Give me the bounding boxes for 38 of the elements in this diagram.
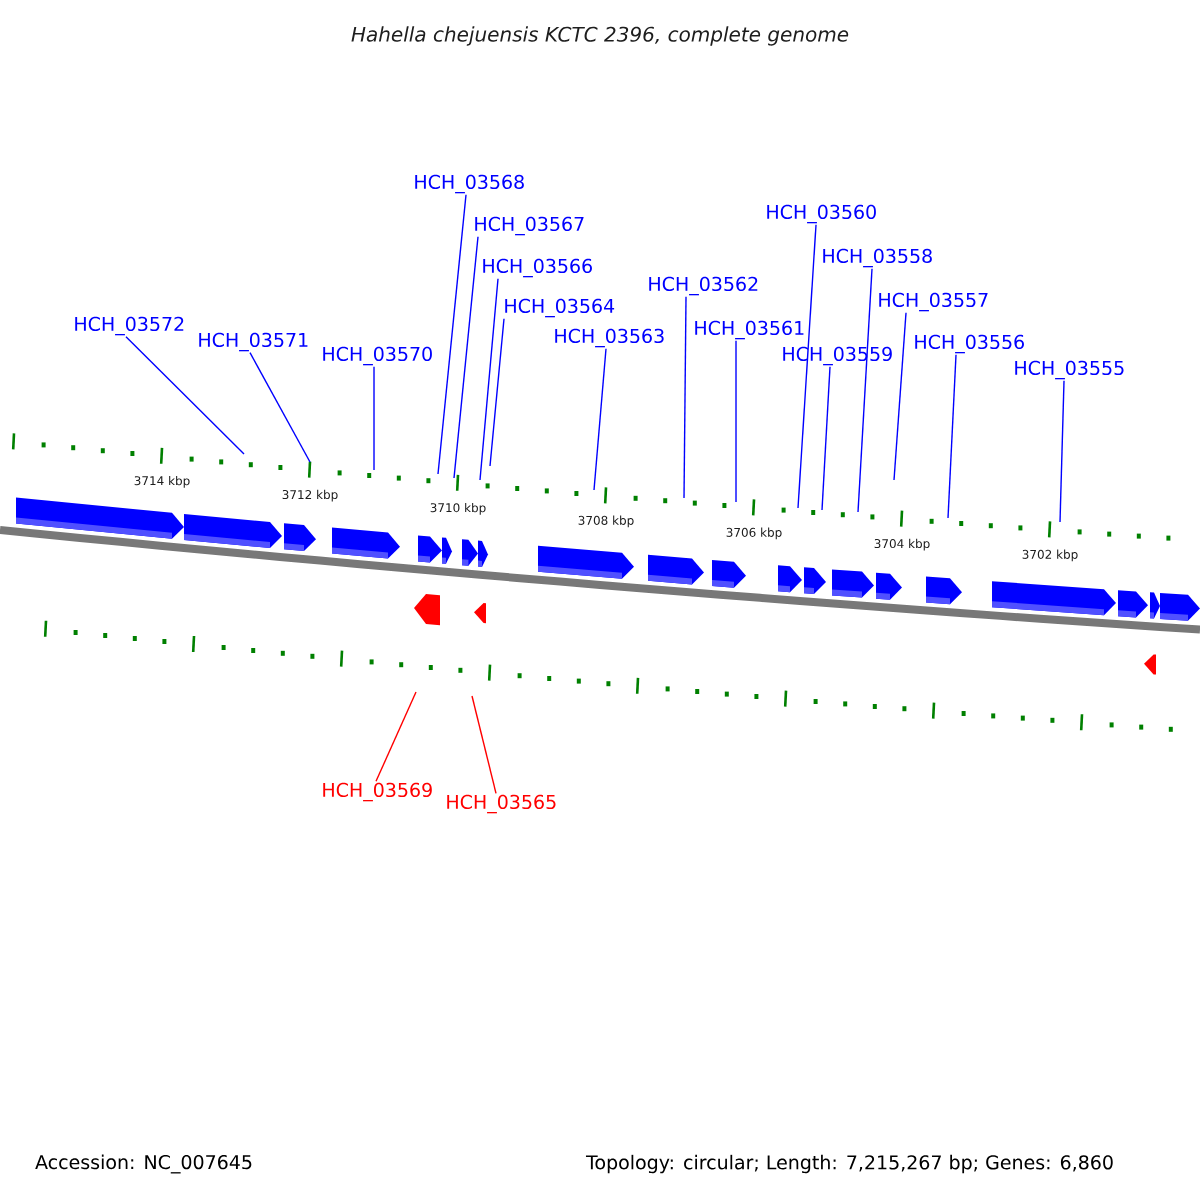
leader-line	[249, 352, 311, 463]
leader-line	[471, 695, 497, 795]
gene-label: HCH_03572	[75, 316, 184, 336]
leader-line	[683, 296, 687, 499]
gene-label: HCH_03565	[447, 794, 556, 814]
leader-line	[797, 224, 817, 509]
leader-line	[125, 336, 245, 455]
gene-label: HCH_03567	[475, 216, 584, 236]
info-text: Topology: circular; Length: 7,215,267 bp; Genes: 6,860	[586, 1154, 1113, 1174]
leader-line	[437, 194, 467, 475]
gene-label: HCH_03562	[649, 276, 758, 296]
title: Hahella chejuensis KCTC 2396, complete genome	[351, 26, 849, 46]
gene-label: HCH_03568	[415, 174, 524, 194]
leader-line	[947, 354, 957, 519]
gene-label: HCH_03564	[505, 298, 615, 318]
gene-label: HCH_03563	[555, 328, 664, 348]
leader-line	[857, 268, 873, 513]
info-text: Accession: NC_007645	[35, 1154, 252, 1174]
gene-label: HCH_03555	[1015, 360, 1124, 380]
gene-label: HCH_03569	[323, 782, 432, 802]
gene-label: HCH_03561	[695, 320, 804, 340]
leader-line	[375, 691, 417, 783]
gene-label: HCH_03570	[323, 346, 432, 366]
leader-line	[453, 236, 479, 479]
leader-line	[893, 312, 907, 481]
gene-label: HCH_03558	[823, 248, 932, 268]
leader-line	[373, 366, 375, 471]
leader-line	[821, 366, 831, 511]
leader-line	[735, 340, 737, 503]
gene-label: HCH_03556	[915, 334, 1024, 354]
gene-label: HCH_03566	[483, 258, 592, 278]
leader-line	[1059, 380, 1065, 523]
leader-line	[593, 348, 607, 491]
gene-label: HCH_03557	[879, 292, 988, 312]
leader-line	[479, 278, 499, 481]
gene-label: HCH_03560	[767, 204, 876, 224]
leader-line	[489, 318, 505, 467]
gene-label: HCH_03571	[199, 332, 308, 352]
